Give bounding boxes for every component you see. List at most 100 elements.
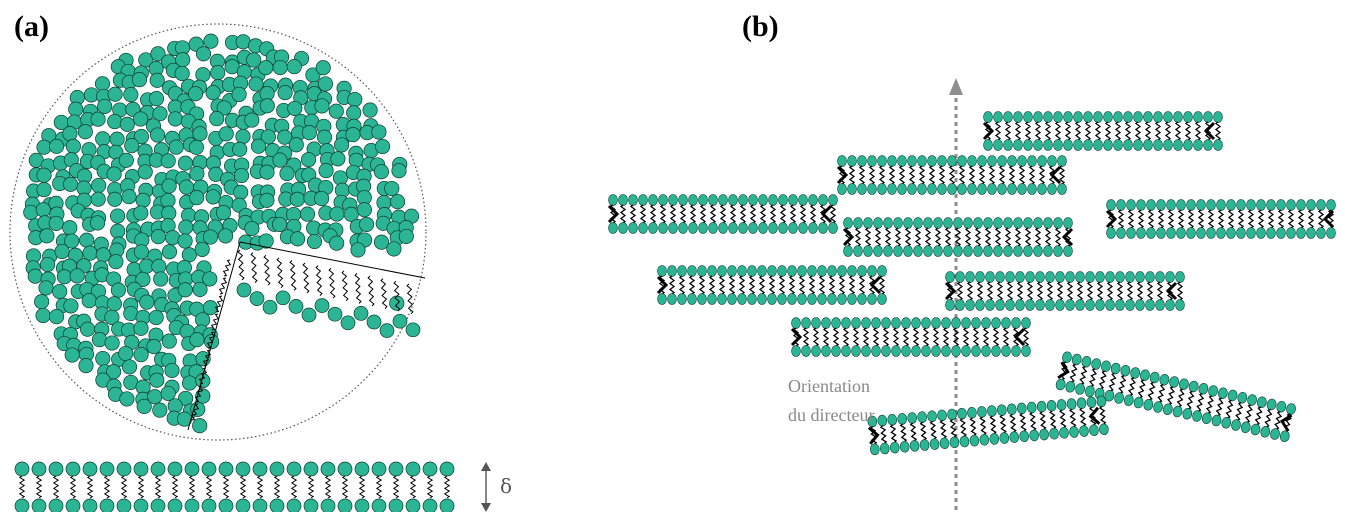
lipid-tail	[1034, 227, 1042, 247]
head-group-bottom	[133, 498, 149, 512]
head-group	[931, 345, 941, 357]
lipid-tail	[1166, 386, 1175, 405]
head-group	[973, 217, 983, 229]
head-group	[1123, 394, 1134, 407]
head-group	[1037, 183, 1047, 195]
head-group	[811, 345, 821, 357]
head-group-bottom	[167, 498, 183, 512]
head-group	[94, 76, 111, 92]
head-group	[971, 317, 981, 329]
lipid-tail	[1006, 281, 1014, 301]
head-group	[1201, 412, 1212, 425]
lipid-tail	[739, 204, 747, 224]
head-group	[987, 155, 997, 167]
head-group	[1316, 199, 1326, 211]
head-group	[843, 245, 853, 257]
head-group	[667, 293, 677, 305]
lipid-tail	[996, 281, 1004, 301]
lipid-tail	[1267, 209, 1275, 229]
head-group	[118, 152, 134, 168]
head-group	[1026, 401, 1037, 414]
head-group	[1110, 362, 1121, 375]
head-group-top	[82, 461, 98, 477]
head-group	[1105, 299, 1115, 311]
head-group	[688, 222, 698, 234]
head-group	[995, 299, 1005, 311]
lipid-tail	[1317, 209, 1325, 229]
lipid-tail	[250, 252, 258, 283]
head-group	[1183, 111, 1193, 123]
head-group	[1153, 401, 1163, 413]
head-group	[1211, 414, 1222, 427]
lipid-tail	[832, 327, 840, 347]
head-group	[123, 87, 139, 103]
head-group	[366, 314, 382, 330]
head-group	[937, 409, 947, 422]
lipid-tail	[809, 204, 817, 224]
lipid-tail	[922, 327, 930, 347]
head-group	[167, 111, 183, 127]
head-group	[1149, 371, 1160, 384]
head-group	[965, 271, 975, 283]
lipid-tail	[1215, 397, 1224, 417]
head-group	[149, 372, 165, 388]
head-group	[963, 217, 973, 229]
head-group	[1236, 227, 1246, 239]
head-group	[1217, 387, 1228, 399]
head-group	[1260, 426, 1271, 438]
head-group	[975, 299, 985, 311]
head-group	[847, 155, 857, 167]
head-group	[767, 293, 777, 305]
head-group	[272, 216, 288, 232]
head-group	[638, 194, 648, 206]
lipid-tail	[1044, 121, 1052, 141]
head-group	[248, 76, 264, 92]
lipid-tail	[882, 327, 890, 347]
head-group	[1256, 396, 1267, 408]
head-group	[1231, 419, 1241, 431]
lipid-tail	[1002, 327, 1010, 347]
head-group	[768, 222, 778, 234]
head-group	[995, 271, 1005, 283]
bilayer-platelet	[656, 265, 887, 305]
head-group	[90, 191, 106, 207]
head-group	[943, 245, 953, 257]
head-group-top	[65, 461, 81, 477]
head-group	[1013, 111, 1023, 123]
head-group	[139, 294, 155, 310]
head-group	[1123, 139, 1133, 151]
head-group	[1236, 199, 1246, 211]
lipid-tail	[1029, 412, 1037, 431]
lipid-tail	[1254, 406, 1263, 426]
head-group	[698, 194, 708, 206]
lipid-tail	[759, 204, 767, 224]
head-group	[1213, 139, 1223, 151]
head-group	[63, 298, 79, 314]
head-group	[847, 265, 857, 277]
head-group-bottom	[354, 498, 370, 512]
lipid-tail	[1157, 209, 1165, 229]
lipid-tail	[854, 227, 862, 247]
head-group	[1140, 369, 1150, 381]
head-group	[1162, 403, 1173, 416]
head-group	[1043, 245, 1053, 257]
lipid-tail	[668, 275, 676, 295]
head-group	[250, 138, 267, 154]
lipid-tail	[1274, 411, 1283, 430]
head-group	[210, 65, 226, 81]
head-group	[997, 404, 1007, 416]
lipid-tail	[341, 475, 349, 499]
head-group	[1266, 227, 1276, 239]
lipid-tail	[938, 165, 946, 185]
head-group	[1133, 139, 1143, 151]
lipid-tail	[986, 281, 994, 301]
head-group	[258, 60, 274, 76]
bilayer-platelets	[607, 111, 1336, 456]
head-group	[811, 317, 821, 329]
lipid-tail	[1008, 165, 1016, 185]
head-group	[1075, 383, 1085, 395]
lipid-tail	[842, 327, 850, 347]
head-group	[1216, 227, 1226, 239]
head-group	[907, 155, 917, 167]
head-group-top	[405, 461, 421, 477]
